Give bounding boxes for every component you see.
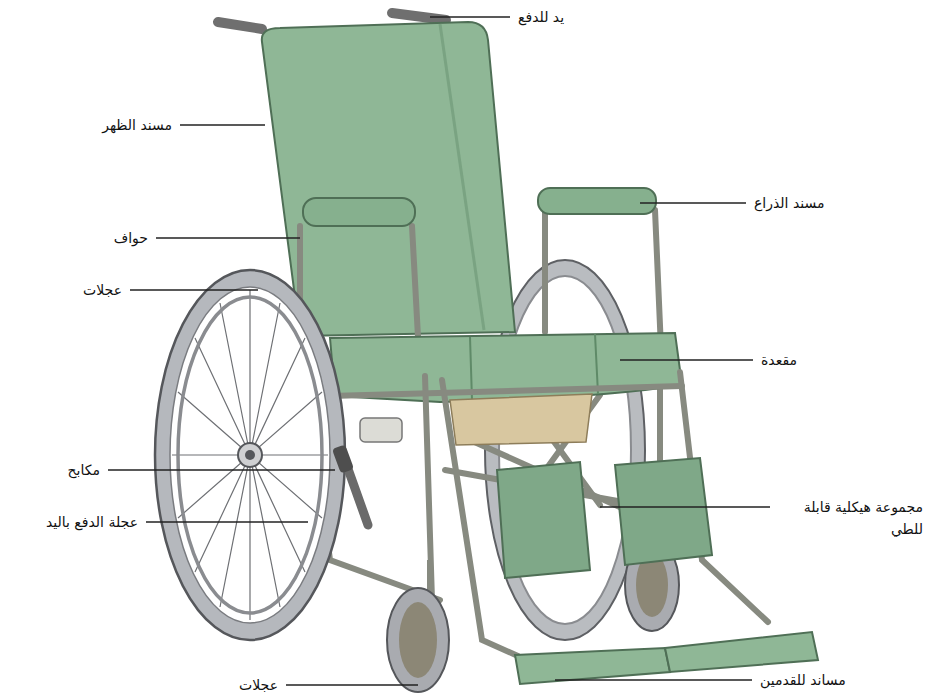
leader-lines xyxy=(108,17,770,685)
part-label: عجلات xyxy=(239,674,278,696)
backrest-shade xyxy=(440,24,484,330)
leg-pad xyxy=(615,458,712,565)
part-label: حواف xyxy=(114,227,148,249)
part-label: يد للدفع xyxy=(518,6,564,28)
part-label: مسند الظهر xyxy=(102,114,172,136)
wheel-axle xyxy=(245,450,255,460)
caster-hub xyxy=(399,602,437,678)
push-handle xyxy=(218,22,262,29)
frame-clamp xyxy=(360,418,402,442)
part-label: عجلة الدفع باليد xyxy=(46,511,138,533)
caster-wheel xyxy=(387,588,449,692)
brake-grip xyxy=(332,444,354,473)
footplate xyxy=(665,632,818,672)
rear-wheel-inner xyxy=(170,287,330,623)
seat xyxy=(330,333,682,402)
part-label: مسند الذراع xyxy=(754,192,825,214)
footplate xyxy=(515,648,670,684)
part-label: مساند للقدمين xyxy=(760,669,846,691)
part-label: مجموعة هيكلية قابلة للطي xyxy=(778,496,923,540)
backrest xyxy=(262,22,515,336)
leg-pad xyxy=(497,462,590,578)
part-label: مقعدة xyxy=(761,349,797,371)
wheel-spokes xyxy=(172,290,328,620)
wheel-hub xyxy=(238,443,262,467)
seat-bag xyxy=(450,394,592,445)
hand-rim xyxy=(178,297,322,613)
part-label: مكابح xyxy=(68,459,100,481)
armrest-pad xyxy=(303,198,415,226)
rear-wheel xyxy=(155,270,345,640)
part-label: عجلات xyxy=(83,279,122,301)
armrest-pad xyxy=(538,188,656,214)
